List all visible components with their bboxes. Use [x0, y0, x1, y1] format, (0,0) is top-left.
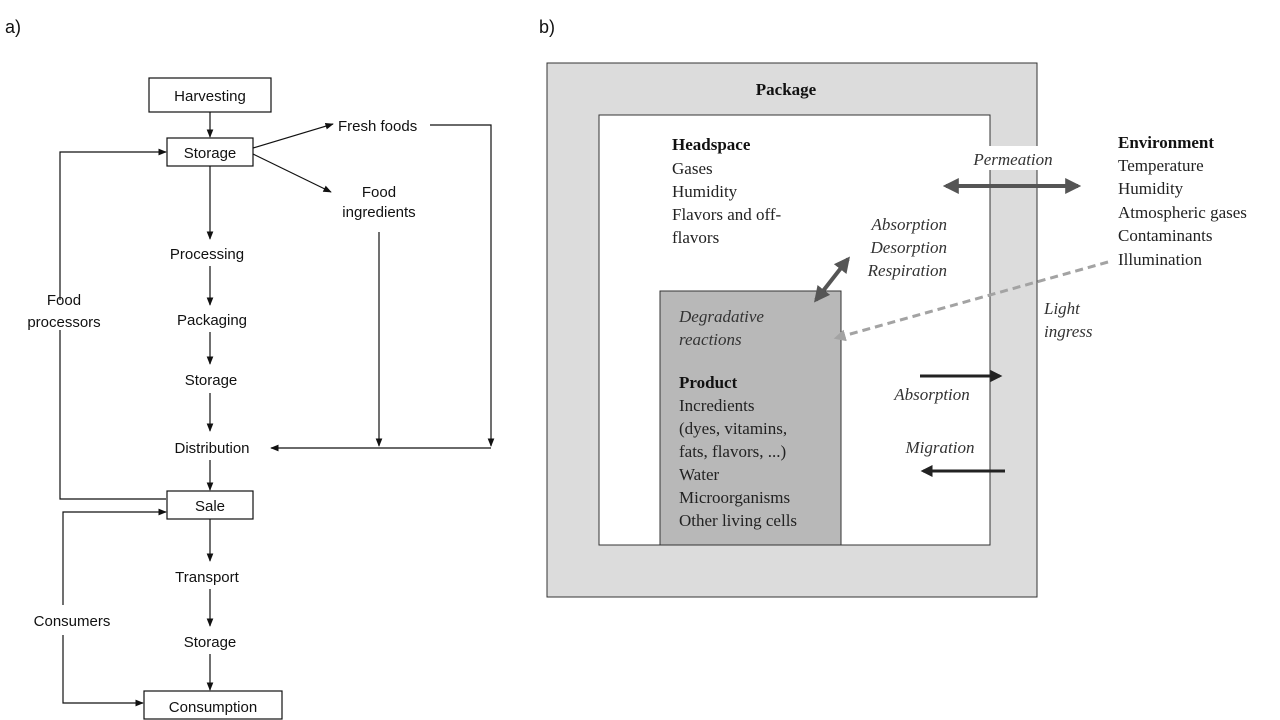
harvesting-label: Harvesting — [174, 88, 246, 105]
product-item: Microorganisms — [679, 488, 790, 507]
panel-a: a) Harvesting Storage Fresh foods Food i… — [5, 17, 495, 720]
line-food-processors-lower — [59, 330, 166, 500]
storage-label-2: Storage — [185, 372, 238, 389]
light-ingress-label-2: ingress — [1044, 322, 1093, 341]
headspace-item: Flavors and off- — [672, 205, 782, 224]
arrow-consumers-sale — [62, 508, 167, 605]
arrow-food-processors-storage — [59, 148, 167, 300]
sale-label: Sale — [195, 498, 225, 515]
headspace-title: Headspace — [672, 135, 751, 154]
environment-item: Atmospheric gases — [1118, 203, 1247, 222]
arrow-storage-food-ingredients — [252, 153, 332, 193]
environment-item: Illumination — [1118, 250, 1203, 269]
headspace-item: Gases — [672, 159, 713, 178]
exchange-arrow — [814, 256, 850, 303]
fresh-foods-label: Fresh foods — [338, 118, 417, 135]
light-ingress-arrow — [833, 260, 1109, 342]
panel-b-label: b) — [539, 17, 555, 37]
arrow-consumers-consumption — [62, 635, 144, 707]
product-item: fats, flavors, ...) — [679, 442, 786, 461]
transport-label: Transport — [175, 569, 239, 586]
degradative-reactions-label-2: reactions — [679, 330, 742, 349]
exchange-label: Respiration — [867, 261, 947, 280]
environment-item: Contaminants — [1118, 226, 1212, 245]
product-title: Product — [679, 373, 738, 392]
food-ingredients-label-1: Food — [362, 184, 396, 201]
permeation-label-bg — [960, 146, 1060, 170]
headspace-item: Humidity — [672, 182, 738, 201]
line-fresh-foods-down — [430, 124, 495, 447]
permeation-label: Permeation — [972, 150, 1052, 169]
product-item: Other living cells — [679, 511, 797, 530]
environment-item: Temperature — [1118, 156, 1204, 175]
degradative-reactions-label-1: Degradative — [678, 307, 764, 326]
storage-label-3: Storage — [184, 634, 237, 651]
exchange-label: Absorption — [870, 215, 947, 234]
storage-label-1: Storage — [184, 145, 237, 162]
consumption-label: Consumption — [169, 699, 257, 716]
harvesting-box — [148, 77, 272, 113]
panel-b: b) Package Headspace Gases Humidity Flav… — [539, 17, 1247, 598]
environment-title: Environment — [1118, 133, 1214, 152]
consumers-label: Consumers — [34, 613, 111, 630]
distribution-label: Distribution — [174, 440, 249, 457]
product-item: Incredients — [679, 396, 755, 415]
panel-a-label: a) — [5, 17, 21, 37]
packaging-label: Packaging — [177, 312, 247, 329]
arrow-storage-fresh-foods — [252, 122, 334, 149]
storage-box-1 — [166, 137, 254, 167]
light-ingress-label-1: Light — [1043, 299, 1081, 318]
consumption-box — [143, 690, 283, 720]
absorption-label: Absorption — [893, 385, 970, 404]
food-processors-label-2: processors — [27, 314, 100, 331]
product-box — [659, 290, 842, 546]
product-item: Water — [679, 465, 719, 484]
food-processors-label-1: Food — [47, 292, 81, 309]
exchange-label: Desorption — [870, 238, 948, 257]
environment-item: Humidity — [1118, 179, 1184, 198]
processing-label: Processing — [170, 246, 244, 263]
package-title: Package — [756, 80, 817, 99]
migration-label: Migration — [905, 438, 975, 457]
headspace-item: flavors — [672, 228, 719, 247]
product-item: (dyes, vitamins, — [679, 419, 787, 438]
food-ingredients-label-2: ingredients — [342, 204, 415, 221]
